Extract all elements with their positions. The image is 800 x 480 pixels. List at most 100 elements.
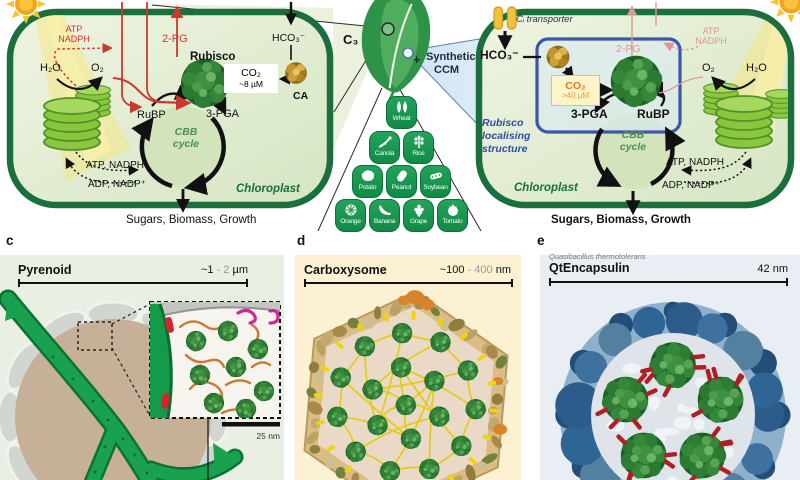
panel-c-scale: ~1 - 2 µm xyxy=(120,264,248,277)
carboxysome-illustration xyxy=(303,290,509,480)
soybean-icon xyxy=(429,172,442,180)
canola-icon xyxy=(378,136,392,148)
crop-label: Banana xyxy=(373,218,396,225)
co2-label-left: CO₂ xyxy=(241,67,261,80)
crop-label: Canola xyxy=(374,150,395,157)
panel-d-scalebar xyxy=(304,279,513,287)
rls-label-2: localising xyxy=(482,130,531,142)
membrane-protein-red xyxy=(161,393,170,410)
c3-label: C₃ xyxy=(343,32,359,47)
tubule-flares xyxy=(5,297,235,471)
banana-icon xyxy=(378,205,391,215)
panel-d-title: Carboxysome xyxy=(304,263,387,277)
nadph-pale-label-right: NADPH xyxy=(695,36,727,46)
orange-icon xyxy=(345,204,356,216)
encapsulin-illustration xyxy=(555,301,791,480)
top-scene xyxy=(6,0,800,232)
crop-label: Orange xyxy=(340,218,361,225)
starch-band xyxy=(150,302,280,319)
crop-badge-grape: Grape xyxy=(403,199,434,232)
o2-label-right: O₂ xyxy=(702,62,715,74)
crop-badge-rice: Rice xyxy=(403,131,434,164)
leaf-icon xyxy=(361,0,431,103)
output-label-right: Sugars, Biomass, Growth xyxy=(551,214,691,226)
2pg-label-left: 2-PG xyxy=(162,33,188,45)
panel-c-title: Pyrenoid xyxy=(18,263,72,277)
thylakoid-stack xyxy=(715,95,773,149)
atp-nadph-label-right: ATP, NADPH xyxy=(666,157,724,168)
carboxysome-body xyxy=(303,290,509,480)
carbonic-anhydrase-right xyxy=(546,45,570,69)
panel-c-scalebar xyxy=(18,279,248,287)
nadph-red-label-left: NADPH xyxy=(58,34,90,44)
cycle-label-right: cycle xyxy=(619,141,647,153)
ccm-point-icon xyxy=(402,47,414,59)
chloroplast-label-right: Chloroplast xyxy=(514,182,578,194)
output-label-left: Sugars, Biomass, Growth xyxy=(126,214,257,226)
co2-box-left: CO₂ ~8 µM xyxy=(224,64,278,93)
co2-label-right: CO₂ xyxy=(565,79,586,92)
synthetic-label: Synthetic xyxy=(426,51,476,63)
crop-label: Wheat xyxy=(392,115,411,122)
pyrenoid-inset-content xyxy=(150,302,280,418)
inset-connector xyxy=(111,303,151,325)
crop-badge-wheat: Wheat xyxy=(386,96,417,129)
thylakoid-tubules xyxy=(0,289,244,480)
rls-label-3: structure xyxy=(482,143,528,155)
ci-transporter-label: Cᵢ transporter xyxy=(516,14,573,25)
h2o-label-left: H₂O xyxy=(40,62,61,74)
ca-label-left: CA xyxy=(293,90,309,102)
adp-nadp-label-left: ADP, NADP⁺ xyxy=(88,179,146,190)
cbb-label-left: CBB xyxy=(174,126,198,138)
panel-e-species: Quasibacillus thermotolerans xyxy=(549,252,646,261)
cbb-label-right: CBB xyxy=(621,129,645,141)
tubule-speckles xyxy=(51,355,149,475)
crop-badge-canola: Canola xyxy=(369,131,400,164)
panel-e-scale: 42 nm xyxy=(757,263,788,275)
scale-gray: - 400 xyxy=(464,264,493,276)
ccm-label: CCM xyxy=(434,64,460,76)
cycle-label-left: cycle xyxy=(172,138,200,150)
inset-scalebar xyxy=(222,422,280,427)
chloroplast-label-left: Chloroplast xyxy=(236,183,300,195)
grape-icon xyxy=(413,204,424,217)
scale-unit: nm xyxy=(492,264,511,276)
membrane-proteins-magenta xyxy=(236,308,280,325)
crop-label: Rice xyxy=(412,150,425,157)
adp-nadp-label-right: ADP, NADP⁺ xyxy=(662,180,720,191)
ci-transporter-icon xyxy=(493,6,517,30)
panel-c-letter: c xyxy=(6,233,14,248)
rubp-label-left: RuBP xyxy=(137,109,166,121)
plus-sign: + xyxy=(413,52,421,67)
scale-main: ~1 xyxy=(200,264,214,276)
panel-d-letter: d xyxy=(297,233,306,248)
inset-scale-label: 25 nm xyxy=(256,431,280,441)
co2-conc-left: ~8 µM xyxy=(238,78,264,89)
atp-red-label-left: ATP xyxy=(65,24,83,34)
carbonic-anhydrase-left xyxy=(285,62,307,84)
rubisco-label-left: Rubisco xyxy=(190,51,236,63)
hco3-label-right: HCO₃⁻ xyxy=(480,48,519,62)
atp-nadph-label-left: ATP, NADPH xyxy=(86,160,144,171)
thylakoid-stack xyxy=(43,97,101,151)
h2o-label-right: H₂O xyxy=(746,62,767,74)
2pg-label-right: 2-PG xyxy=(616,43,641,55)
hco3-label-left: HCO₃⁻ xyxy=(272,32,306,44)
crop-badge-peanut: Peanut xyxy=(386,165,417,198)
inset-connector xyxy=(111,347,151,417)
rubp-label-right: RuBP xyxy=(637,107,670,121)
atp-pale-label-right: ATP xyxy=(702,26,720,36)
o2-label-left: O₂ xyxy=(91,62,104,74)
inset-source-box xyxy=(77,321,113,351)
crop-label: Grape xyxy=(409,218,428,225)
panel-d-scale: ~100 - 400 nm xyxy=(380,264,511,277)
rls-label-1: Rubisco xyxy=(482,117,524,129)
crop-label: Soybean xyxy=(423,184,448,191)
crop-badge-tomato: Tomato xyxy=(437,199,468,232)
crop-label: Peanut xyxy=(391,184,412,191)
magnifier-point-icon xyxy=(381,22,395,36)
rice-icon xyxy=(413,135,424,148)
scale-main: ~100 xyxy=(439,264,465,276)
scale-unit: µm xyxy=(229,264,248,276)
